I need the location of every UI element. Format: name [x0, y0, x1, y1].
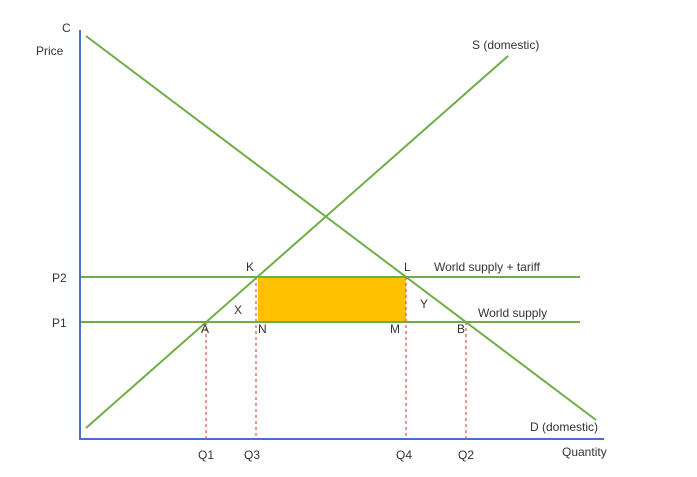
point-label-b: B	[457, 322, 465, 336]
point-label-n: N	[258, 322, 267, 336]
quantity-label-q3: Q3	[244, 448, 260, 462]
supply-curve-label: S (domestic)	[472, 38, 539, 52]
point-label-a: A	[201, 322, 209, 336]
point-label-x: X	[234, 303, 242, 317]
x-axis-label: Quantity	[562, 445, 607, 459]
demand-curve-label: D (domestic)	[530, 420, 598, 434]
quantity-label-q1: Q1	[198, 448, 214, 462]
tariff-revenue-area	[258, 277, 406, 322]
point-label-k: K	[246, 260, 254, 274]
point-label-l: L	[404, 260, 411, 274]
quantity-label-q2: Q2	[458, 448, 474, 462]
price-label-p1: P1	[52, 316, 67, 330]
point-label-m: M	[390, 322, 400, 336]
price-label-p2: P2	[52, 271, 67, 285]
y-axis-label: Price	[36, 44, 64, 58]
quantity-label-q4: Q4	[396, 448, 412, 462]
origin-label: C	[62, 21, 71, 35]
supply-curve	[85, 55, 509, 429]
world-supply-tariff-label: World supply + tariff	[434, 260, 541, 274]
world-supply-label: World supply	[478, 306, 547, 320]
point-label-y: Y	[420, 297, 428, 311]
demand-curve	[85, 35, 597, 421]
